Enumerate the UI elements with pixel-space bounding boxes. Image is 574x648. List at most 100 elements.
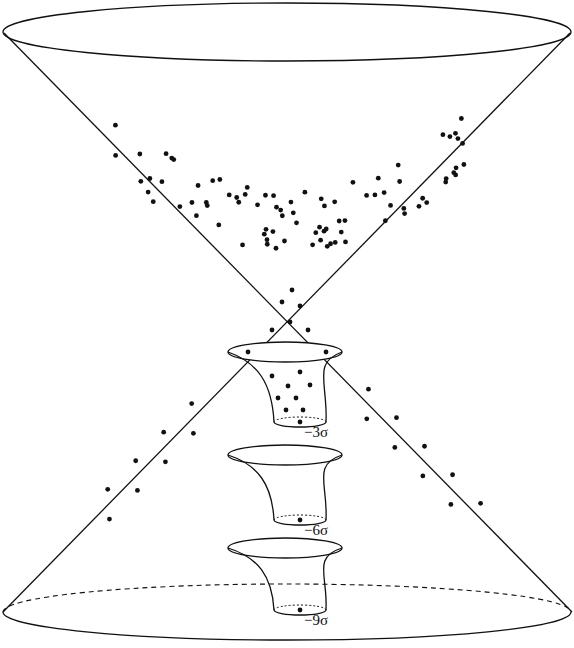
- data-point: [274, 205, 279, 210]
- data-point: [284, 408, 289, 413]
- data-point: [319, 196, 324, 201]
- cone-top-rim: [3, 3, 571, 61]
- data-point: [317, 225, 322, 230]
- data-point: [243, 192, 248, 197]
- data-point: [456, 136, 461, 141]
- data-point: [270, 374, 275, 379]
- data-point: [217, 177, 222, 182]
- funnel: [228, 445, 342, 525]
- data-point: [422, 444, 427, 449]
- data-point: [318, 238, 323, 243]
- data-point: [138, 179, 143, 184]
- data-point: [382, 190, 387, 195]
- data-point: [301, 408, 306, 413]
- data-point: [448, 502, 453, 507]
- data-point: [328, 241, 333, 246]
- data-point: [343, 239, 348, 244]
- data-point: [478, 501, 483, 506]
- data-point: [424, 200, 429, 205]
- data-point: [171, 157, 176, 162]
- data-point: [376, 176, 381, 181]
- data-point: [443, 180, 448, 185]
- data-point: [396, 163, 401, 168]
- data-point: [163, 459, 168, 464]
- data-point: [401, 206, 406, 211]
- data-point: [420, 474, 425, 479]
- data-point: [294, 396, 299, 401]
- data-point: [194, 213, 199, 218]
- data-point: [313, 230, 318, 235]
- large-cone: [3, 3, 572, 640]
- data-point: [147, 176, 152, 181]
- data-points: [105, 116, 483, 521]
- data-point: [278, 208, 283, 213]
- data-point: [189, 401, 194, 406]
- data-point: [105, 487, 110, 492]
- funnel-point: [298, 518, 303, 523]
- data-point: [240, 243, 245, 248]
- cone-bottom-rim-back: [3, 584, 571, 612]
- data-point: [343, 218, 348, 223]
- data-point: [280, 213, 285, 218]
- data-point: [298, 370, 303, 375]
- data-point: [302, 190, 307, 195]
- funnel: [228, 342, 342, 427]
- data-point: [227, 193, 232, 198]
- data-point: [324, 350, 329, 355]
- funnel-side: [324, 455, 343, 520]
- data-point: [271, 193, 276, 198]
- data-point: [289, 200, 294, 205]
- funnel-point: [298, 420, 303, 425]
- data-point: [451, 170, 456, 175]
- data-point: [271, 229, 276, 234]
- cone-bottom-rim-front: [3, 612, 571, 640]
- data-point: [216, 222, 221, 227]
- data-point: [133, 458, 138, 463]
- data-point: [453, 131, 458, 136]
- data-point: [263, 193, 268, 198]
- data-point: [291, 210, 296, 215]
- funnel-point: [298, 608, 303, 613]
- data-point: [450, 472, 455, 477]
- data-point: [306, 328, 311, 333]
- data-point: [394, 415, 399, 420]
- funnel-side: [324, 352, 343, 422]
- data-point: [146, 190, 151, 195]
- data-point: [397, 179, 402, 184]
- data-point: [113, 123, 118, 128]
- data-point: [137, 152, 142, 157]
- data-point: [196, 183, 201, 188]
- funnel-top-rim: [228, 342, 342, 362]
- data-point: [288, 320, 293, 325]
- data-point: [392, 445, 397, 450]
- data-point: [322, 204, 327, 209]
- funnel: [228, 538, 342, 615]
- data-point: [460, 141, 465, 146]
- data-point: [373, 193, 378, 198]
- funnel-side: [324, 548, 343, 610]
- data-point: [164, 151, 169, 156]
- data-point: [417, 204, 422, 209]
- data-point: [135, 488, 140, 493]
- data-point: [383, 218, 388, 223]
- data-point: [324, 227, 329, 232]
- data-point: [274, 246, 279, 251]
- funnel-side: [228, 352, 274, 422]
- data-point: [151, 199, 156, 204]
- data-point: [265, 242, 270, 247]
- data-point: [366, 387, 371, 392]
- data-point: [270, 328, 275, 333]
- data-point: [113, 153, 118, 158]
- data-point: [246, 350, 251, 355]
- data-point: [204, 200, 209, 205]
- data-point: [332, 199, 337, 204]
- sigma-label: −3σ: [304, 424, 328, 440]
- data-point: [234, 195, 239, 200]
- data-point: [290, 288, 295, 293]
- data-point: [294, 220, 299, 225]
- cone-generator-line: [4, 33, 572, 612]
- funnel-side: [228, 455, 274, 520]
- data-point: [107, 517, 112, 522]
